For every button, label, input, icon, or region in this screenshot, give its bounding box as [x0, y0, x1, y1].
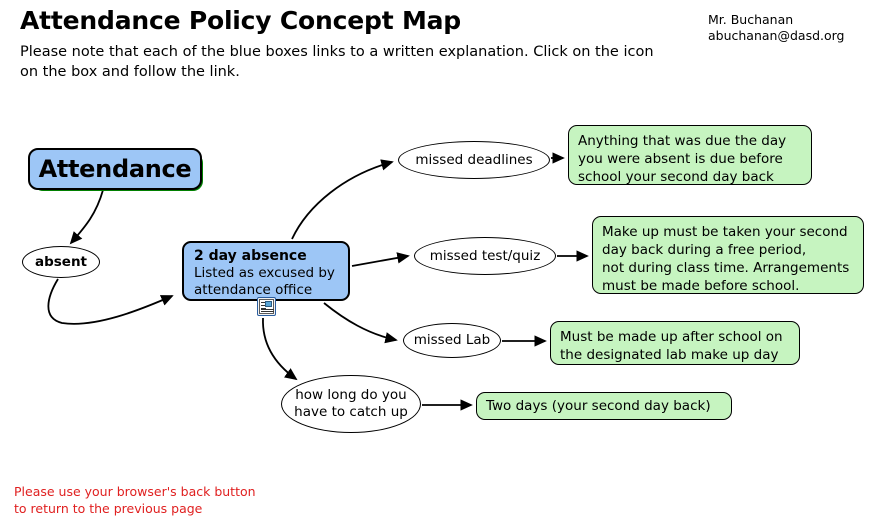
node-attendance-face[interactable]: Attendance	[28, 148, 202, 190]
page-title: Attendance Policy Concept Map	[20, 6, 461, 35]
document-link-icon[interactable]	[257, 297, 276, 316]
document-link-icon-image	[265, 301, 272, 307]
node-green-test-quiz-line1: Make up must be taken your second	[602, 224, 848, 240]
node-two-day-absence[interactable]: 2 day absence Listed as excused by atten…	[182, 241, 350, 301]
node-how-long-to-catch-up-label: how long do you have to catch up	[294, 387, 408, 421]
edge-absent-to-two-day	[47, 278, 174, 325]
node-two-day-absence-face[interactable]: 2 day absence Listed as excused by atten…	[182, 241, 350, 301]
node-green-lab-line2: the designated lab make up day	[560, 347, 779, 363]
node-green-lab: Must be made up after school on the desi…	[550, 321, 800, 365]
node-green-test-quiz-line4: must be made before school.	[602, 278, 800, 294]
node-absent[interactable]: absent	[22, 246, 100, 278]
node-green-how-long-line1: Two days (your second day back)	[486, 398, 711, 414]
edge-two-day-to-missed-test	[351, 252, 410, 267]
footer-note: Please use your browser's back button to…	[14, 483, 256, 517]
footer-note-line1: Please use your browser's back button	[14, 484, 256, 499]
node-missed-lab[interactable]: missed Lab	[403, 323, 501, 358]
edge-two-day-to-how-long	[262, 317, 298, 381]
footer-note-line2: to return to the previous page	[14, 501, 203, 516]
edge-root-to-absent	[69, 189, 104, 245]
node-how-long-line1: how long do you	[295, 387, 407, 403]
node-two-day-absence-body-line2: attendance office	[194, 282, 313, 298]
contact-name: Mr. Buchanan	[708, 12, 794, 27]
node-green-how-long: Two days (your second day back)	[476, 392, 732, 420]
node-green-deadlines-line2: you were absent is due before	[578, 151, 783, 167]
node-missed-lab-label: missed Lab	[413, 332, 491, 348]
node-attendance[interactable]: Attendance	[28, 148, 203, 191]
contact-info: Mr. Buchanan abuchanan@dasd.org	[708, 12, 868, 44]
node-how-long-to-catch-up[interactable]: how long do you have to catch up	[281, 375, 421, 433]
node-attendance-label: Attendance	[38, 155, 192, 183]
node-green-test-quiz-line2: day back during a free period,	[602, 242, 807, 258]
intro-paragraph: Please note that each of the blue boxes …	[20, 44, 654, 80]
document-link-icon-text-lines	[261, 302, 266, 313]
node-two-day-absence-title: 2 day absence	[194, 248, 307, 264]
node-green-deadlines: Anything that was due the day you were a…	[568, 125, 812, 185]
node-green-lab-line1: Must be made up after school on	[560, 329, 783, 345]
document-link-icon-footer-lines	[261, 309, 274, 312]
node-missed-test-quiz-label: missed test/quiz	[429, 247, 541, 264]
node-green-test-quiz-line3: not during class time. Arrangements	[602, 260, 850, 276]
node-missed-deadlines-label: missed deadlines	[415, 151, 533, 168]
node-green-test-quiz: Make up must be taken your second day ba…	[592, 216, 864, 294]
edge-two-day-to-missed-deadlines	[291, 159, 394, 240]
document-link-icon-sheet	[259, 299, 274, 314]
node-absent-label: absent	[34, 253, 88, 270]
node-missed-test-quiz[interactable]: missed test/quiz	[414, 237, 556, 275]
node-green-deadlines-line3: school your second day back	[578, 169, 774, 185]
edge-two-day-to-missed-lab	[323, 302, 398, 344]
contact-email[interactable]: abuchanan@dasd.org	[708, 28, 845, 43]
node-two-day-absence-body-line1: Listed as excused by	[194, 265, 335, 281]
node-missed-deadlines[interactable]: missed deadlines	[398, 141, 550, 179]
node-green-deadlines-line1: Anything that was due the day	[578, 133, 787, 149]
node-how-long-line2: have to catch up	[294, 404, 408, 420]
